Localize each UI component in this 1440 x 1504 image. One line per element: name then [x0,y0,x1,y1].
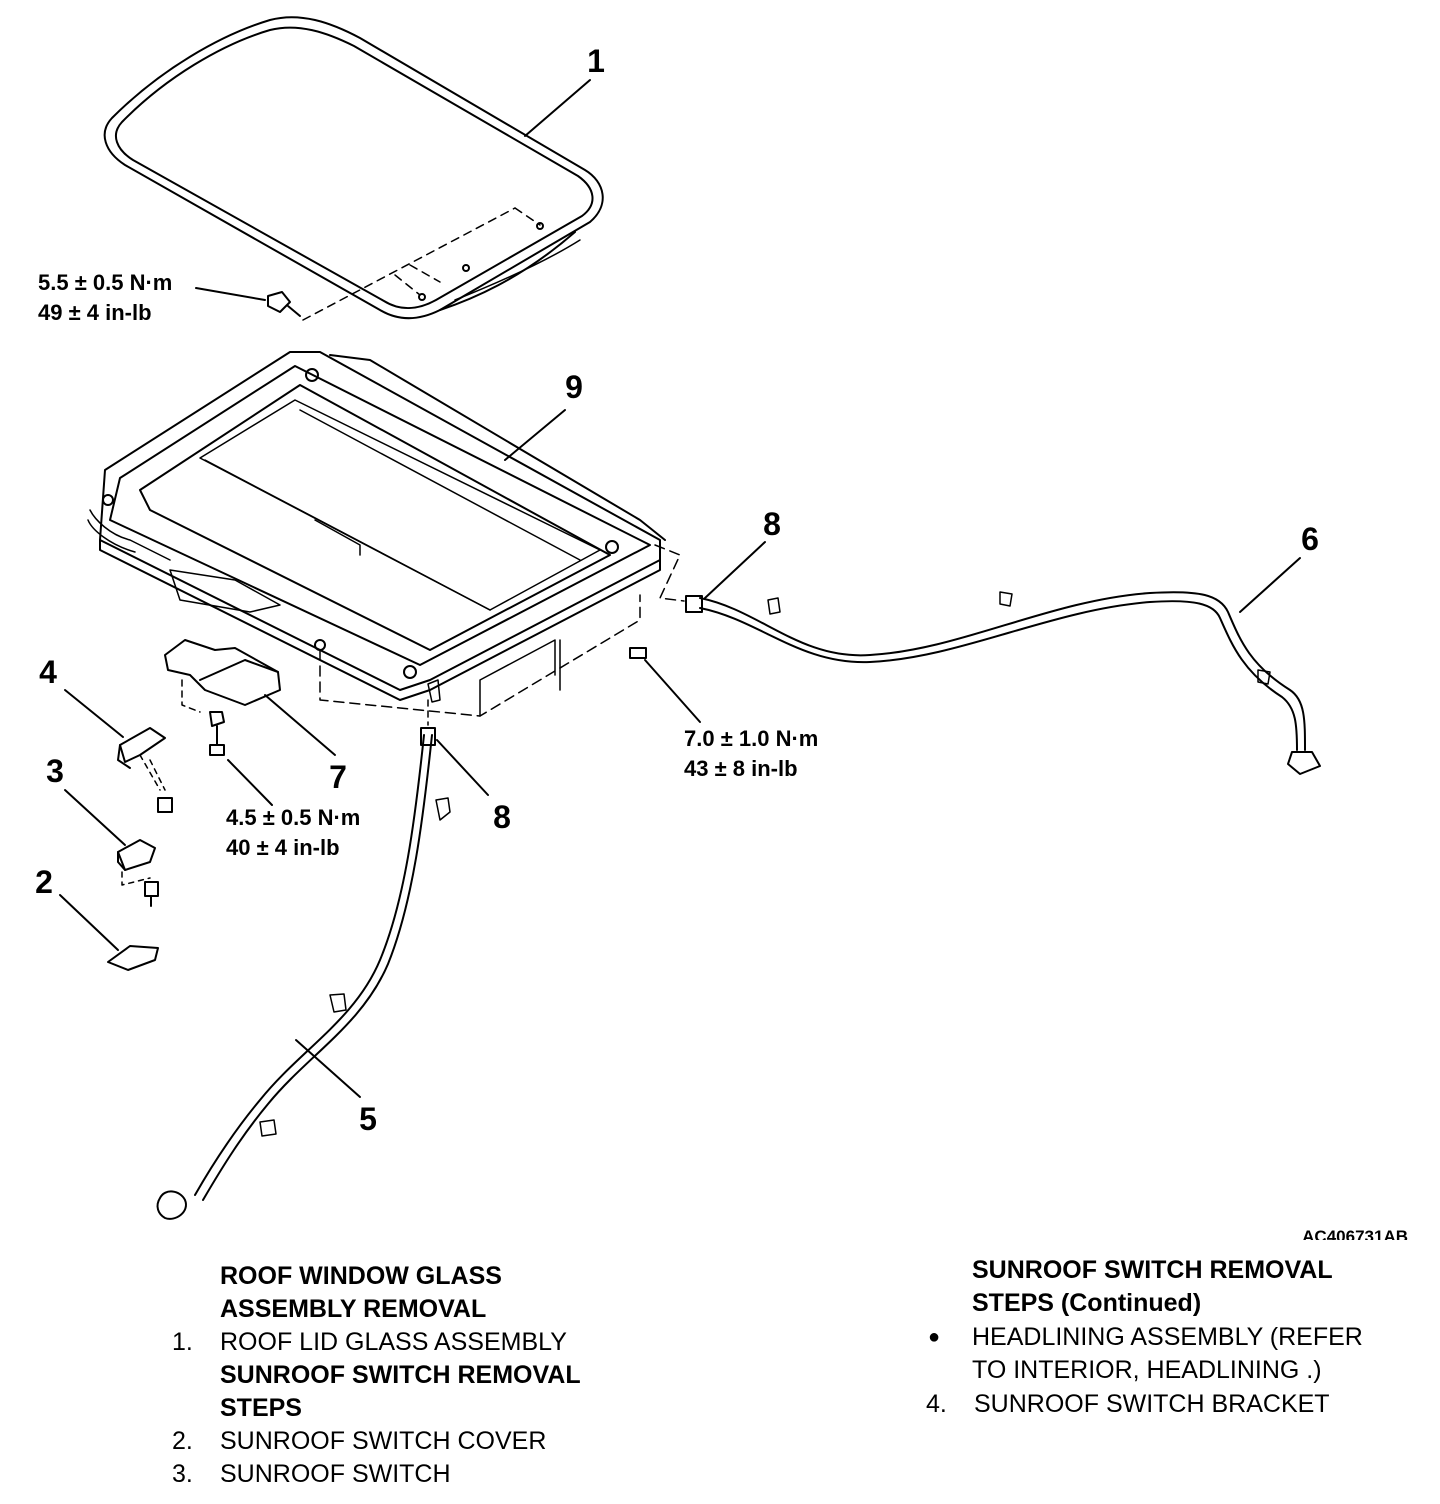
callout-8-right: 8 [763,506,781,542]
list-item: 3. SUNROOF SWITCH [172,1460,451,1488]
callout-6: 6 [1301,521,1319,557]
heading-switch-removal: SUNROOF SWITCH REMOVAL STEPS [220,1361,581,1422]
torque-glass-imperial: 49 ± 4 in-lb [38,300,152,325]
sunroof-motor-part [164,639,336,806]
callout-3: 3 [46,753,64,789]
torque-motor-metric: 4.5 ± 0.5 N·m [226,805,360,830]
callout-5: 5 [359,1101,377,1137]
bullet-icon: ● [928,1326,941,1348]
list-item: 1. ROOF LID GLASS ASSEMBLY [172,1328,567,1356]
torque-frame-imperial: 43 ± 8 in-lb [684,756,798,781]
roof-lid-glass-part [103,16,604,321]
callout-8-left: 8 [493,799,511,835]
torque-glass-metric: 5.5 ± 0.5 N·m [38,270,172,295]
list-item: 2. SUNROOF SWITCH COVER [172,1427,547,1455]
figure-id: AC406731AB [1302,1227,1408,1240]
sunroof-frame-part [87,351,666,717]
heading-switch-removal-continued: SUNROOF SWITCH REMOVAL STEPS (Continued) [972,1256,1333,1317]
drain-hose-right-part [685,541,1321,775]
heading-roof-glass-removal: ROOF WINDOW GLASS ASSEMBLY REMOVAL [220,1262,502,1323]
sunroof-switch-part [64,789,159,907]
callout-7: 7 [329,759,347,795]
frame-bolt-icon [629,647,701,723]
callout-1: 1 [587,43,605,79]
sunroof-exploded-diagram: 1 9 8 6 4 7 8 3 2 5 5.5 ± 0.5 N·m 49 ± 4… [35,16,1408,1240]
glass-bolt-icon [195,287,301,317]
switch-cover-part [59,894,159,971]
switch-bracket-part [64,689,173,813]
callout-9: 9 [565,369,583,405]
drain-hose-left-part [156,727,489,1220]
torque-motor-imperial: 40 ± 4 in-lb [226,835,340,860]
list-item: ● HEADLINING ASSEMBLY (REFER TO INTERIOR… [928,1323,1363,1384]
list-item: 4. SUNROOF SWITCH BRACKET [926,1390,1330,1418]
callout-4: 4 [39,654,57,690]
callout-2: 2 [35,864,53,900]
torque-frame-metric: 7.0 ± 1.0 N·m [684,726,818,751]
